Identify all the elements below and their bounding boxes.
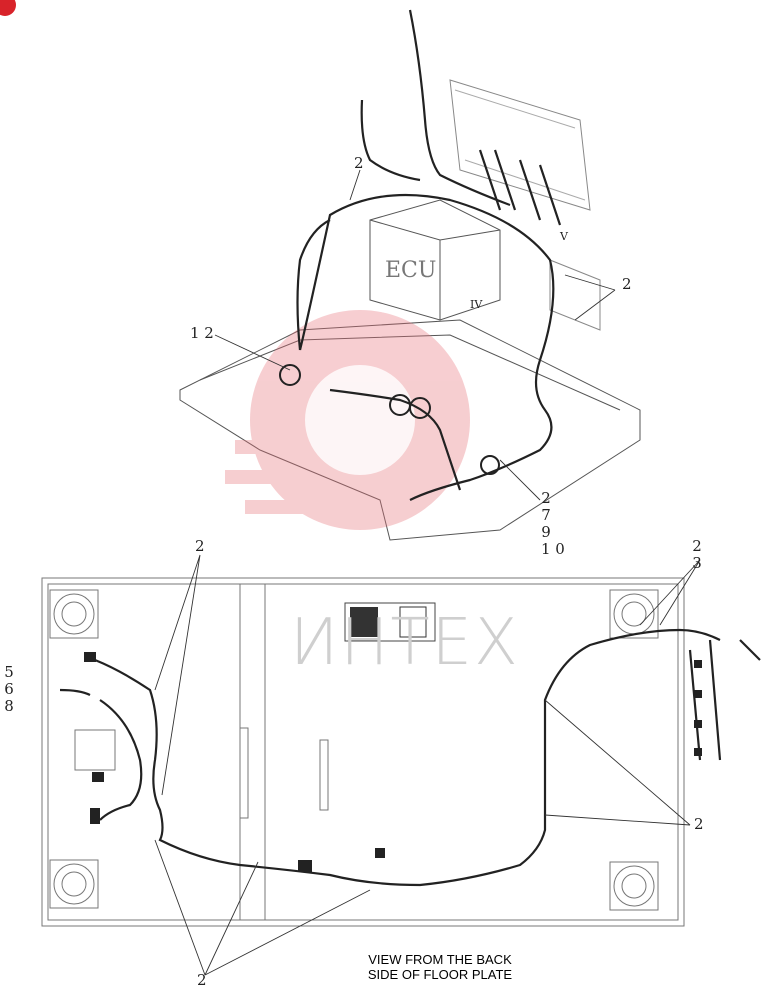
callout-6: 6 [4,680,14,698]
callout-stack-bottom: 2 7 9 1 0 [541,489,565,558]
upper-harness [296,9,562,501]
arrow-v-label: V [560,230,568,243]
ecu-box [369,199,501,321]
control-board [449,79,591,211]
callout-12: 1 2 [190,324,214,342]
center-connector-plate [344,602,436,642]
callout-2-bottom-left: 2 [197,971,207,989]
view-caption: VIEW FROM THE BACK SIDE OF FLOOR PLATE [340,952,540,982]
arrow-iv-label: IV [470,298,483,311]
callout-10: 1 0 [541,540,565,558]
watermark-text: ИНТЕХ [290,606,520,680]
upper-floor-plate [179,319,641,541]
callout-8: 8 [4,697,14,715]
callout-9: 9 [541,523,551,541]
caption-line-2: SIDE OF FLOOR PLATE [367,967,513,982]
caption-line-1: VIEW FROM THE BACK [368,952,512,967]
bottom-harness [59,628,761,887]
callout-3: 3 [692,554,702,572]
callout-2-bottom-right: 2 [694,815,704,833]
ecu-label: ECU [385,258,437,283]
callout-2: 2 [541,489,551,507]
callout-stack-left: 5 6 8 [4,664,14,715]
callout-2: 2 [692,537,702,555]
callout-stack-right: 2 3 [692,538,702,572]
callout-2-bottom-top-left: 2 [195,537,205,555]
callout-2-right-top: 2 [622,275,632,293]
callout-5: 5 [4,663,14,681]
callout-7: 7 [541,506,551,524]
floor-plate-outline [41,577,685,927]
callout-2-top-left: 2 [354,154,364,172]
corner-badge [0,0,16,16]
